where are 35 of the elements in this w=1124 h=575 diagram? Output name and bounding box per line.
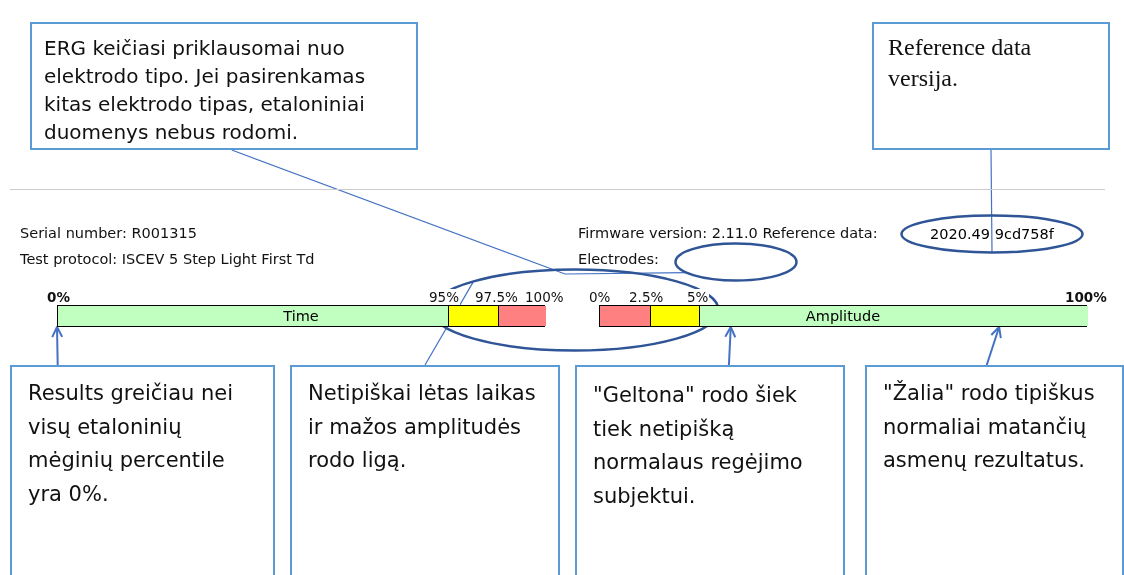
report-field: Electrodes: <box>578 251 659 267</box>
percent-tick-label: 5% <box>686 289 710 305</box>
arrow <box>985 326 1002 366</box>
bar-label: Amplitude <box>805 308 881 324</box>
callout-box <box>290 365 560 575</box>
percent-tick-label: 95% <box>428 289 460 305</box>
percentile-bar <box>57 305 545 327</box>
callout-box <box>575 365 845 575</box>
callout-text: ERG keičiasi priklausomai nuo elektrodo tipo. Jei pasirenkamas kitas elektrodo tipas, etaloniniai duomenys nebus rodomi. <box>44 35 367 146</box>
callout-box <box>865 365 1124 575</box>
leader-line <box>990 149 993 254</box>
circled-value <box>900 214 1084 254</box>
percent-tick-label: 100% <box>524 289 565 305</box>
percent-tick-label: 100% <box>1064 289 1108 305</box>
callout-box <box>872 22 1110 150</box>
percent-tick-label: 0% <box>588 289 612 305</box>
callout-text: Netipiškai lėtas laikas ir mažos amplitudės rodo ligą. <box>308 380 537 475</box>
callout-box <box>10 365 275 575</box>
reference-data-value: 2020.49 9cd758f <box>930 226 1054 242</box>
report-field: Test protocol: ISCEV 5 Step Light First Td <box>20 251 315 267</box>
arrow <box>724 326 737 366</box>
callout-text: "Žalia" rodo tipiškus normaliai matančių asmenų rezultatus. <box>883 379 1096 475</box>
percent-tick-label: 0% <box>46 289 71 305</box>
report-field: Firmware version: 2.11.0 Reference data: <box>578 225 878 241</box>
arrow <box>51 326 64 366</box>
callout-box <box>30 22 418 150</box>
report-field: Serial number: R001315 <box>20 225 197 241</box>
percent-tick-label: 2.5% <box>628 289 665 305</box>
highlight-ellipse <box>674 242 798 282</box>
percentile-bar <box>599 305 1087 327</box>
callout-text: Reference data versija. <box>888 33 1033 94</box>
callout-text: "Geltona" rodo šiek tiek netipišką normalaus regėjimo subjektui. <box>593 382 804 510</box>
callout-text: Results greičiau nei visų etaloninių mėginių percentile yra 0%. <box>28 380 235 508</box>
percent-tick-label: 97.5% <box>474 289 519 305</box>
bar-label: Time <box>283 308 319 324</box>
